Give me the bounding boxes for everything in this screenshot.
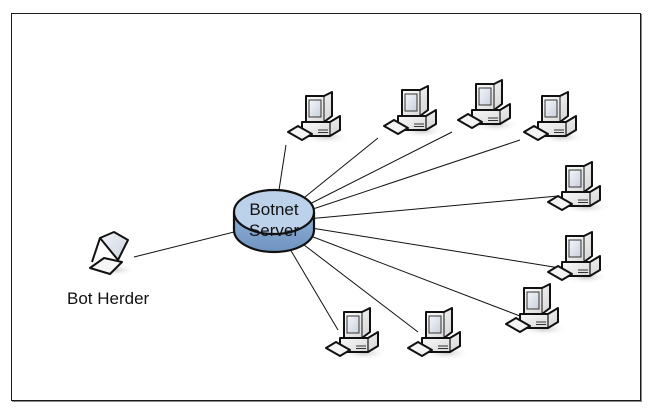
database-cylinder-icon — [232, 188, 316, 254]
desktop-computer-icon — [287, 91, 351, 145]
connection-lines — [133, 131, 561, 333]
connection-line-server-bot-7 — [273, 221, 521, 317]
desktop-computer-icon — [325, 307, 389, 361]
bot-1-node — [287, 91, 351, 145]
connection-line-server-bot-6 — [273, 221, 561, 269]
desktop-computer-icon — [523, 91, 587, 145]
bot-7-node — [505, 283, 569, 337]
bot-9-node — [325, 307, 389, 361]
bot-4-node — [523, 91, 587, 145]
desktop-computer-icon — [547, 231, 611, 285]
desktop-computer-icon — [457, 79, 521, 133]
desktop-computer-icon — [407, 307, 471, 361]
desktop-computer-icon — [547, 161, 611, 215]
botnet-server-node: Botnet Server — [232, 188, 316, 254]
connection-line-server-bot-5 — [273, 195, 559, 223]
connection-line-server-bot-4 — [273, 139, 521, 223]
bot-5-node — [547, 161, 611, 215]
bot-6-node — [547, 231, 611, 285]
bot-8-node — [407, 307, 471, 361]
bot-3-node — [457, 79, 521, 133]
server-label-line1: Botnet — [249, 200, 298, 219]
bot-herder-label: Bot Herder — [67, 289, 150, 308]
bot-computers — [287, 79, 611, 361]
laptop-icon — [89, 231, 136, 276]
desktop-computer-icon — [505, 283, 569, 337]
diagram-frame — [11, 13, 641, 401]
server-label-line2: Server — [249, 221, 299, 240]
desktop-computer-icon — [383, 85, 447, 139]
bot-herder-node: Bot Herder — [67, 231, 150, 308]
bot-2-node — [383, 85, 447, 139]
